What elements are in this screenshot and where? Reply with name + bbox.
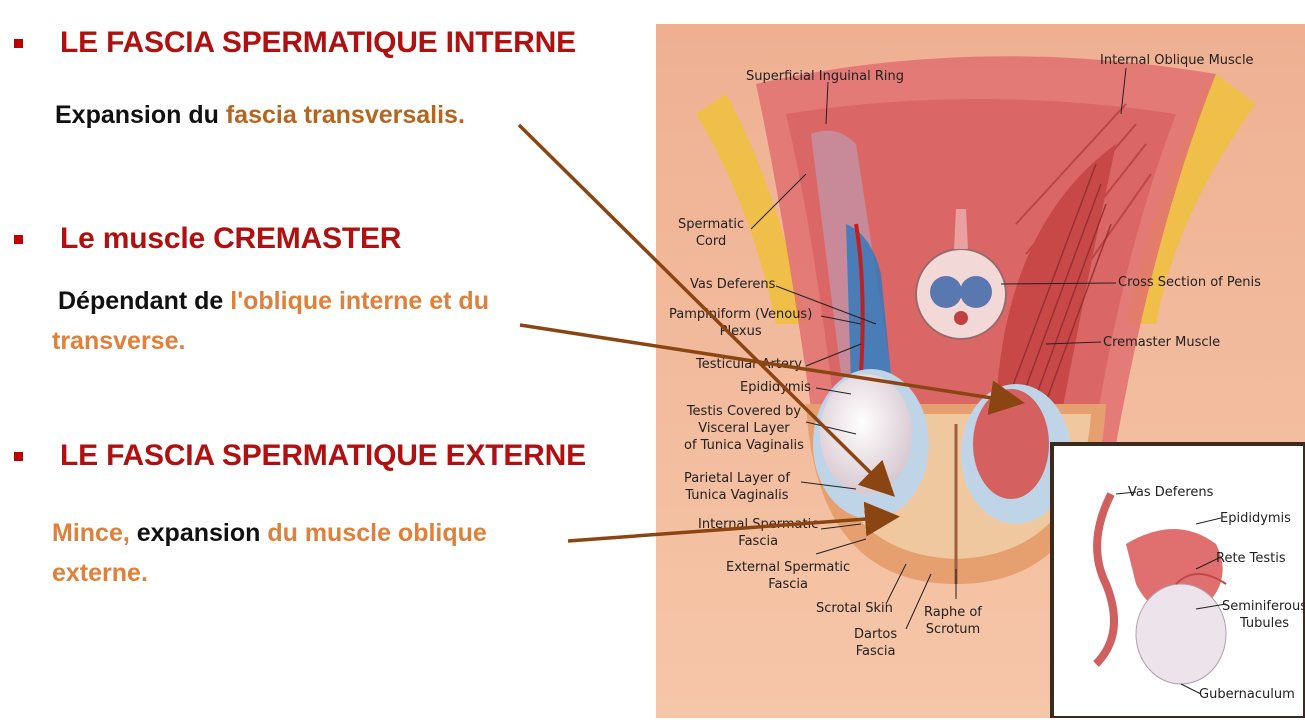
- inset-label-seminiferous-tubules: Seminiferous Tubules: [1222, 598, 1305, 632]
- label-line: Tunica Vaginalis: [685, 488, 789, 503]
- label-line: Spermatic: [678, 217, 745, 232]
- label-line: Raphe of: [924, 605, 982, 620]
- bullet-1: [14, 39, 23, 48]
- heading-cremaster: Le muscle CREMASTER: [60, 222, 402, 255]
- label-epididymis: Epididymis: [740, 380, 811, 395]
- desc-text: Expansion du: [55, 101, 226, 129]
- label-testicular-artery: Testicular Artery: [696, 357, 803, 372]
- label-line: of Tunica Vaginalis: [684, 438, 804, 453]
- inset-label-rete-testis: Rete Testis: [1216, 551, 1286, 566]
- label-cremaster-muscle: Cremaster Muscle: [1103, 335, 1221, 350]
- label-line: Fascia: [738, 534, 779, 549]
- label-line: External Spermatic: [726, 560, 851, 575]
- label-line: Seminiferous: [1222, 599, 1305, 614]
- heading-internal-spermatic-fascia: LE FASCIA SPERMATIQUE INTERNE: [60, 26, 576, 59]
- desc-highlight: du muscle oblique: [267, 519, 487, 547]
- label-internal-oblique-muscle: Internal Oblique Muscle: [1100, 53, 1254, 68]
- label-line: Fascia: [855, 644, 896, 659]
- desc-highlight: fascia transversalis.: [225, 101, 465, 129]
- inset-label-gubernaculum: Gubernaculum: [1199, 687, 1295, 702]
- label-vas-deferens: Vas Deferens: [690, 277, 776, 292]
- desc-internal-spermatic-fascia: Expansion du fascia transversalis.: [55, 95, 465, 135]
- label-dartos-fascia: Dartos Fascia: [854, 626, 897, 660]
- label-internal-spermatic-fascia: Internal Spermatic Fascia: [698, 516, 818, 550]
- label-line: Testis Covered by: [686, 404, 802, 419]
- label-line: Plexus: [719, 324, 762, 339]
- anatomy-illustration: Superficial Inguinal Ring Internal Obliq…: [656, 24, 1305, 720]
- label-line: Pampiniform (Venous): [669, 307, 813, 322]
- desc-highlight: l'oblique interne et du: [230, 287, 489, 315]
- label-external-spermatic-fascia: External Spermatic Fascia: [726, 559, 850, 593]
- label-scrotal-skin: Scrotal Skin: [816, 601, 893, 616]
- label-line: Visceral Layer: [698, 421, 790, 436]
- label-pampiniform-plexus: Pampiniform (Venous) Plexus: [669, 306, 812, 340]
- desc-highlight: Mince,: [52, 519, 137, 547]
- label-line: Dartos: [854, 627, 898, 642]
- bullet-3: [14, 452, 23, 461]
- bullet-2: [14, 235, 23, 244]
- inset-label-vas-deferens: Vas Deferens: [1128, 485, 1214, 500]
- desc-cremaster: Dépendant de l'oblique interne et du tra…: [52, 281, 489, 361]
- desc-external-spermatic-fascia: Mince, expansion du muscle oblique exter…: [52, 513, 487, 593]
- desc-text: expansion: [136, 519, 268, 547]
- label-testis-covered: Testis Covered by Visceral Layer of Tuni…: [684, 403, 804, 454]
- label-cross-section-penis: Cross Section of Penis: [1118, 275, 1261, 290]
- label-line: Tubules: [1239, 616, 1290, 631]
- label-parietal-layer: Parietal Layer of Tunica Vaginalis: [684, 470, 790, 504]
- label-raphe-of-scrotum: Raphe of Scrotum: [924, 604, 982, 638]
- desc-highlight: transverse.: [52, 327, 186, 355]
- label-line: Fascia: [768, 577, 808, 592]
- label-line: Parietal Layer of: [684, 471, 790, 486]
- heading-external-spermatic-fascia: LE FASCIA SPERMATIQUE EXTERNE: [60, 439, 586, 472]
- label-line: Scrotum: [925, 622, 981, 637]
- inset-label-epididymis: Epididymis: [1220, 511, 1291, 526]
- label-spermatic-cord: Spermatic Cord: [678, 216, 744, 250]
- label-superficial-inguinal-ring: Superficial Inguinal Ring: [746, 69, 905, 84]
- desc-text: Dépendant de: [58, 287, 231, 315]
- label-line: Internal Spermatic: [698, 517, 819, 532]
- label-line: Cord: [695, 234, 727, 249]
- desc-highlight: externe.: [52, 559, 148, 587]
